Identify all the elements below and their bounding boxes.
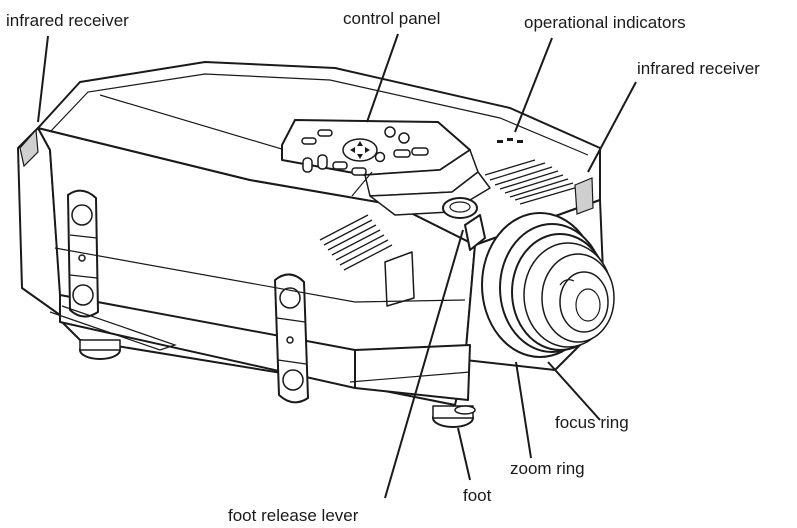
feet	[79, 339, 476, 428]
leader-zoom-ring	[515, 361, 532, 459]
direction-arrows-icon	[350, 141, 370, 159]
lens-glass	[559, 271, 609, 333]
leader-operational-indicators	[514, 37, 553, 133]
led-2	[507, 138, 513, 141]
front-seam	[54, 247, 466, 303]
front-square-window	[384, 251, 415, 307]
label-foot-release-lever: foot release lever	[228, 506, 359, 525]
label-operational-indicators: operational indicators	[524, 13, 686, 32]
panel-button-6	[351, 167, 367, 176]
led-3	[517, 140, 523, 143]
panel-button-5	[332, 161, 348, 170]
base-band-groove	[349, 371, 471, 383]
infrared-window-right	[574, 177, 594, 215]
panel-button-11	[411, 147, 429, 156]
label-focus-ring: focus ring	[555, 413, 629, 432]
panel-button-9	[374, 151, 386, 163]
label-infrared-receiver-right: infrared receiver	[637, 59, 760, 78]
direction-pad	[342, 138, 378, 162]
label-foot: foot	[463, 486, 492, 505]
callout-labels: infrared receiver control panel operatio…	[6, 9, 760, 525]
leader-infrared-left	[37, 35, 49, 123]
label-infrared-receiver-left: infrared receiver	[6, 11, 129, 30]
projector-illustration	[17, 61, 615, 428]
panel-button-3	[302, 157, 313, 173]
infrared-window-left	[19, 128, 39, 168]
leader-control-panel	[366, 33, 399, 123]
panel-button-4	[317, 154, 328, 170]
leader-lines	[37, 33, 637, 499]
foot-rear-body	[79, 339, 121, 351]
label-zoom-ring: zoom ring	[510, 459, 585, 478]
lens-assembly	[481, 212, 615, 358]
front-handle-right	[274, 273, 309, 404]
leader-foot-release-lever	[384, 229, 464, 499]
panel-button-8	[398, 132, 410, 144]
panel-button-2	[317, 129, 333, 137]
led-1	[497, 140, 503, 143]
lens-highlight	[559, 279, 575, 286]
lever-button-inner	[449, 201, 471, 213]
indicator-leds	[497, 138, 523, 143]
lens-center	[575, 288, 601, 322]
panel-button-7	[384, 126, 396, 138]
lever-button	[442, 197, 478, 219]
bottom-lip	[49, 305, 177, 351]
leader-foot	[457, 427, 471, 481]
panel-cable	[351, 171, 373, 197]
foot-front-cap	[454, 405, 476, 415]
leader-infrared-right	[587, 81, 637, 173]
foot-release-lever-tab	[464, 214, 486, 251]
panel-button-10	[393, 149, 411, 158]
label-control-panel: control panel	[343, 9, 440, 28]
top-vent-grille	[484, 159, 579, 205]
leader-focus-ring	[547, 361, 601, 421]
panel-button-1	[301, 137, 317, 145]
front-vent-grille	[319, 214, 393, 271]
top-bevel	[49, 73, 589, 156]
